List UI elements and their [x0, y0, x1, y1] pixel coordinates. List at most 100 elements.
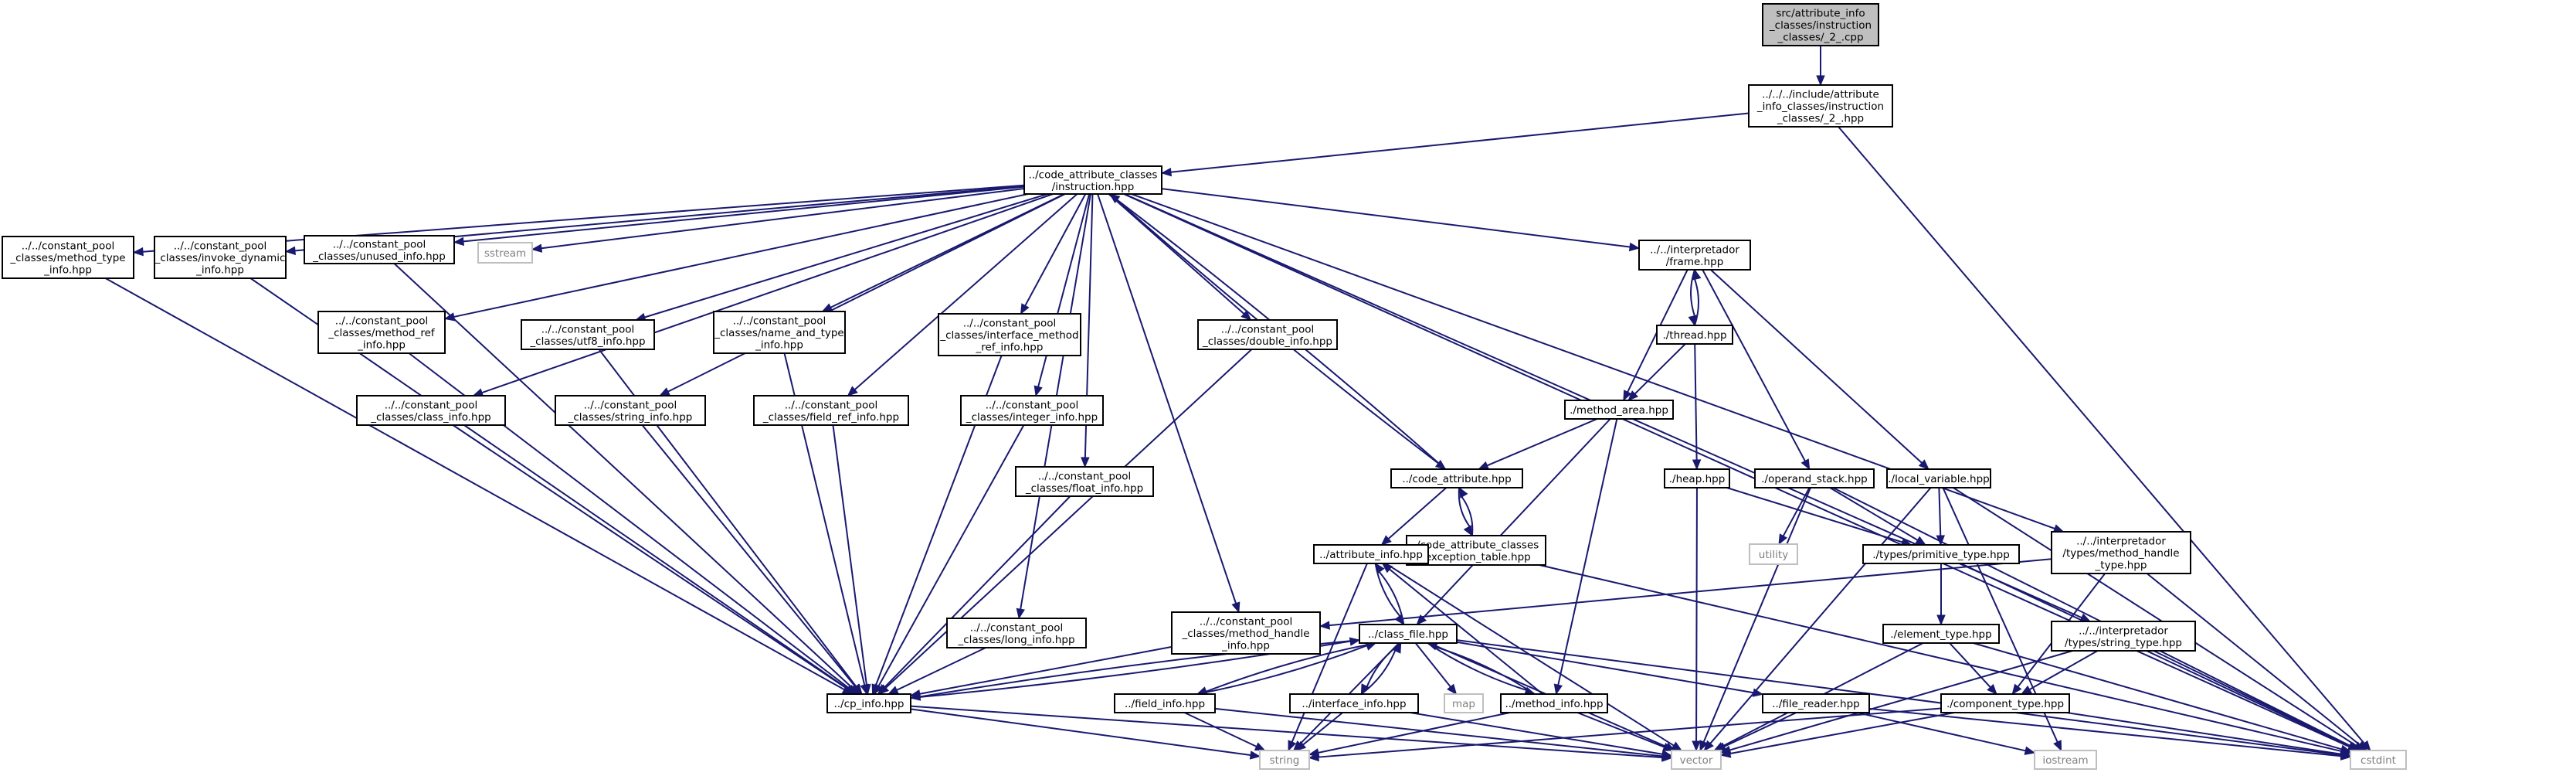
node-invoke_dynamic[interactable]: ../../constant_pool_classes/invoke_dynam…	[154, 236, 287, 279]
edge-root-to-include2	[1816, 45, 1825, 87]
node-interface_method_ref[interactable]: ../../constant_pool_classes/interface_me…	[938, 313, 1081, 356]
node-string_type-label-0: ../../interpretador	[2079, 625, 2168, 637]
node-root-label-0: src/attribute_info	[1776, 8, 1865, 20]
edge-thread-to-heap	[1692, 343, 1702, 471]
node-invoke_dynamic-label-0: ../../constant_pool	[174, 240, 267, 253]
node-class_file[interactable]: ../class_file.hpp	[1359, 624, 1458, 644]
node-method_handle_type-label-1: /types/method_handle	[2062, 547, 2179, 560]
node-iostream[interactable]: iostream	[2034, 750, 2097, 770]
node-string_type-label-1: /types/string_type.hpp	[2065, 637, 2182, 649]
node-sstream[interactable]: sstream	[477, 242, 533, 264]
node-cp_info[interactable]: ../cp_info.hpp	[826, 693, 911, 713]
node-interface_method_ref-label-2: _ref_info.hpp	[976, 342, 1044, 354]
node-utility[interactable]: utility	[1749, 543, 1798, 565]
node-local_variable[interactable]: ./local_variable.hpp	[1886, 468, 1991, 488]
edge-instruction-to-frame	[1161, 188, 1641, 252]
edge-instruction-to-integer	[1033, 193, 1091, 397]
node-file_reader[interactable]: ../file_reader.hpp	[1762, 693, 1870, 713]
node-string-label-0: string	[1270, 754, 1300, 767]
node-name_and_type-label-0: ../../constant_pool	[733, 315, 826, 328]
node-unused[interactable]: ../../constant_pool_classes/unused_info.…	[304, 235, 455, 264]
node-method_ref[interactable]: ../../constant_pool_classes/method_ref_i…	[317, 311, 446, 354]
node-method_info[interactable]: ../method_info.hpp	[1500, 693, 1608, 713]
node-code_attribute[interactable]: ../code_attribute.hpp	[1390, 468, 1523, 488]
edge-instruction-to-cstdint	[1123, 193, 2359, 751]
node-method_handle_type[interactable]: ../../interpretador/types/method_handle_…	[2051, 531, 2191, 574]
node-interface_method_ref-label-0: ../../constant_pool	[963, 318, 1057, 330]
edge-method_info-to-attribute_info	[1381, 563, 1543, 695]
node-string_info-label-1: _classes/string_info.hpp	[568, 411, 693, 424]
node-include2[interactable]: ../../../include/attribute_info_classes/…	[1748, 84, 1893, 128]
edge-integer-to-cp_info	[874, 424, 1025, 696]
node-interface_info-label-0: ../interface_info.hpp	[1302, 698, 1406, 710]
node-component_type[interactable]: ./component_type.hpp	[1940, 693, 2070, 713]
node-attribute_info[interactable]: ../attribute_info.hpp	[1313, 544, 1429, 564]
edge-code_attribute-to-attribute_info	[1380, 487, 1448, 546]
edge-instruction-to-interface_method_ref	[1020, 193, 1087, 315]
edge-string_info-to-cp_info	[641, 424, 863, 696]
node-operand_stack[interactable]: ./operand_stack.hpp	[1754, 468, 1875, 488]
edge-attribute_info-to-vector	[1385, 563, 1683, 751]
node-root[interactable]: src/attribute_info_classes/instruction_c…	[1762, 3, 1879, 46]
node-file_reader-label-0: ../file_reader.hpp	[1772, 698, 1859, 710]
node-method_area[interactable]: ./method_area.hpp	[1564, 400, 1674, 420]
node-integer-label-0: ../../constant_pool	[986, 399, 1079, 411]
edge-include2-to-cstdint	[1838, 126, 2371, 751]
node-heap[interactable]: ./heap.hpp	[1664, 468, 1730, 488]
node-cstdint[interactable]: cstdint	[2350, 750, 2407, 770]
edge-component_type-to-cstdint	[2066, 712, 2352, 759]
node-thread[interactable]: ./thread.hpp	[1656, 325, 1733, 345]
node-thread-label-0: ./thread.hpp	[1662, 329, 1726, 342]
node-cstdint-label-0: cstdint	[2360, 754, 2396, 767]
node-integer[interactable]: ../../constant_pool_classes/integer_info…	[960, 395, 1104, 426]
node-field_ref[interactable]: ../../constant_pool_classes/field_ref_in…	[753, 395, 909, 426]
edge-code_attribute-to-exception_table	[1458, 487, 1473, 537]
edge-file_reader-to-iostream	[1856, 712, 2036, 755]
edge-cp_info-to-string	[910, 708, 1261, 760]
node-utf8[interactable]: ../../constant_pool_classes/utf8_info.hp…	[521, 319, 655, 350]
node-method_type[interactable]: ../../constant_pool_classes/method_type_…	[2, 236, 134, 279]
node-method_handle_info-label-2: _info.hpp	[1221, 640, 1270, 652]
node-include2-label-0: ../../../include/attribute	[1762, 89, 1879, 101]
edge-frame-to-operand_stack	[1702, 269, 1811, 471]
node-method_type-label-0: ../../constant_pool	[22, 240, 115, 253]
node-frame-label-0: ../../interpretador	[1650, 243, 1739, 256]
node-string[interactable]: string	[1259, 750, 1310, 770]
node-string_info[interactable]: ../../constant_pool_classes/string_info.…	[555, 395, 706, 426]
node-field_ref-label-0: ../../constant_pool	[785, 399, 878, 411]
edge-thread-to-method_area	[1627, 343, 1686, 401]
edge-attribute_info-to-string	[1288, 563, 1368, 752]
edge-exception_table-to-cstdint	[1539, 564, 2352, 756]
node-class_info-label-1: _classes/class_info.hpp	[370, 411, 490, 424]
node-string_type[interactable]: ../../interpretador/types/string_type.hp…	[2051, 621, 2196, 652]
node-method_handle_info[interactable]: ../../constant_pool_classes/method_handl…	[1171, 611, 1321, 655]
node-class_info[interactable]: ../../constant_pool_classes/class_info.h…	[356, 395, 506, 426]
node-frame[interactable]: ../../interpretador/frame.hpp	[1638, 240, 1751, 271]
edge-operand_stack-to-primitive_type	[1829, 487, 1927, 546]
node-method_ref-label-2: _info.hpp	[357, 339, 406, 352]
node-field_info[interactable]: ../field_info.hpp	[1114, 693, 1216, 713]
node-map-label-0: map	[1452, 698, 1475, 710]
node-root-label-2: _classes/_2_.cpp	[1777, 32, 1863, 44]
edge-method_handle_info-to-cp_info	[909, 645, 1173, 699]
edge-exception_table-to-code_attribute	[1458, 486, 1474, 536]
node-vector[interactable]: vector	[1671, 750, 1722, 770]
node-instruction[interactable]: ../code_attribute_classes/instruction.hp…	[1023, 165, 1162, 195]
edge-heap-to-vector	[1692, 487, 1701, 752]
edge-instruction-to-field_ref	[847, 193, 1078, 397]
node-double[interactable]: ../../constant_pool_classes/double_info.…	[1197, 319, 1338, 350]
node-map[interactable]: map	[1444, 693, 1484, 713]
edge-element_type-to-component_type	[1949, 642, 1997, 695]
node-local_variable-label-0: ./local_variable.hpp	[1888, 473, 1990, 485]
node-float[interactable]: ../../constant_pool_classes/float_info.h…	[1015, 466, 1154, 497]
node-primitive_type[interactable]: ./types/primitive_type.hpp	[1862, 544, 2020, 564]
node-utf8-label-0: ../../constant_pool	[541, 323, 635, 335]
node-long_info[interactable]: ../../constant_pool_classes/long_info.hp…	[946, 618, 1087, 648]
node-interface_method_ref-label-1: _classes/interface_method	[939, 329, 1078, 342]
node-element_type[interactable]: ./element_type.hpp	[1882, 624, 2000, 644]
node-method_type-label-2: _info.hpp	[43, 264, 92, 277]
edge-frame-to-local_variable	[1710, 269, 1929, 470]
edge-method_area-to-class_file	[1416, 418, 1611, 625]
node-interface_info[interactable]: ../interface_info.hpp	[1289, 693, 1419, 713]
node-name_and_type[interactable]: ../../constant_pool_classes/name_and_typ…	[713, 311, 846, 354]
